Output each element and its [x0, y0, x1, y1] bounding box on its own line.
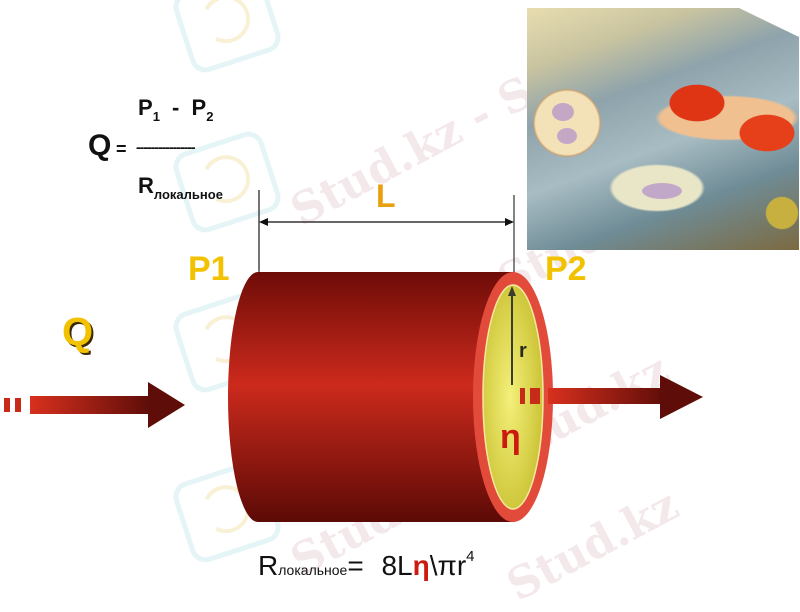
pressure-in-label: P1	[188, 250, 230, 288]
numerator-p1: P	[138, 95, 153, 120]
length-label: L	[376, 178, 396, 214]
radius-label: r	[519, 340, 527, 362]
inflow-arrow	[4, 382, 185, 428]
numerator-p2: P	[191, 95, 207, 120]
flow-formula: P1 - P2 Q = ---------------- Rлокальное	[88, 95, 223, 202]
flow-symbol: Q	[88, 129, 112, 162]
watermark-logo	[169, 0, 285, 77]
length-dimension-arrow	[258, 190, 515, 275]
viscosity-symbol: η	[412, 550, 430, 581]
fraction-line: ----------------	[136, 139, 196, 155]
vessel-diagram	[4, 272, 703, 522]
viscosity-label: η	[500, 418, 521, 456]
outflow-arrow	[520, 375, 703, 419]
pressure-out-label: P2	[545, 250, 587, 288]
resistance-formula: Rлокальное= 8Lη\πr4	[258, 548, 475, 581]
flow-label: Q	[62, 310, 94, 354]
capillary-tissue-illustration	[527, 8, 799, 250]
